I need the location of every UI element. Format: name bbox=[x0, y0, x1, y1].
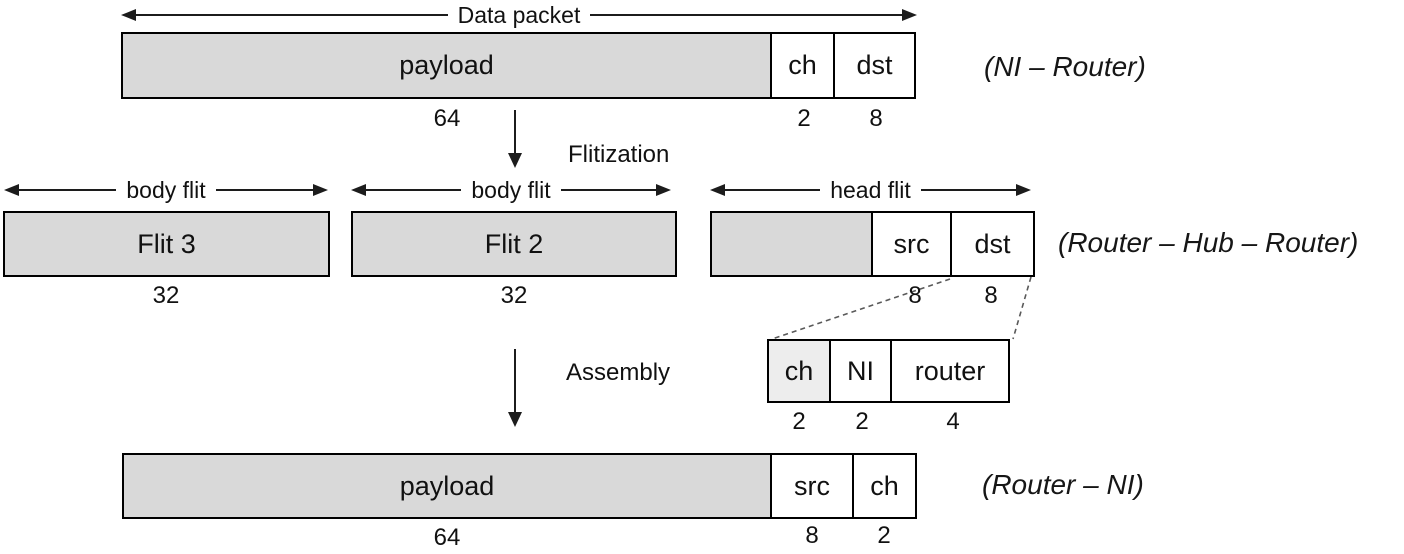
ni-size-label: 2 bbox=[855, 408, 869, 435]
body-flit3-span-arrow: body flit bbox=[4, 176, 329, 203]
field-label: payload bbox=[399, 50, 494, 80]
arrow-left-head-icon bbox=[121, 9, 136, 21]
arrow-right-head-icon bbox=[902, 9, 917, 21]
field-ni: NI bbox=[829, 339, 892, 403]
assembly-label: Assembly bbox=[566, 359, 671, 386]
head-flit-span-arrow: head flit bbox=[710, 177, 1031, 203]
stage1-side-label: (NI – Router) bbox=[984, 51, 1146, 82]
field-payload: payload bbox=[122, 453, 772, 519]
field-dst: dst bbox=[833, 32, 916, 99]
field-label: dst bbox=[856, 50, 893, 80]
flit3-box: Flit 3 bbox=[3, 211, 330, 277]
arrow-down-head-icon bbox=[508, 412, 522, 427]
payload-size-label: 64 bbox=[433, 105, 461, 132]
arrow-left-head-icon bbox=[710, 184, 725, 196]
field-payload: payload bbox=[121, 32, 772, 99]
flit2-size-label: 32 bbox=[500, 282, 528, 309]
data-packet-arrow-label: Data packet bbox=[457, 1, 581, 28]
head-flit-arrow-label: head flit bbox=[830, 176, 911, 203]
ch-size-label: 2 bbox=[877, 522, 891, 549]
field-blank bbox=[710, 211, 873, 277]
dst-detail-box: ch NI router bbox=[767, 339, 1010, 403]
flit3-cell: Flit 3 bbox=[3, 211, 330, 277]
field-label: ch bbox=[784, 355, 814, 386]
field-src: src bbox=[770, 453, 854, 519]
field-label: payload bbox=[399, 470, 495, 501]
body-flit2-span-arrow: body flit bbox=[351, 176, 672, 203]
arrow-line bbox=[366, 189, 462, 191]
flitization-down-arrow bbox=[507, 110, 523, 168]
body-flit-arrow-label: body flit bbox=[126, 176, 206, 203]
data-packet-box: payload ch dst bbox=[121, 32, 916, 99]
dst-size-label: 8 bbox=[869, 105, 883, 132]
arrow-right-head-icon bbox=[1016, 184, 1031, 196]
flitization-label: Flitization bbox=[568, 141, 670, 168]
field-label: src bbox=[794, 470, 830, 501]
field-ch: ch bbox=[767, 339, 831, 403]
arrow-right-head-icon bbox=[656, 184, 672, 196]
arrow-line bbox=[19, 189, 117, 191]
payload-size-label: 64 bbox=[433, 524, 461, 551]
src-size-label: 8 bbox=[908, 282, 922, 309]
field-router: router bbox=[890, 339, 1010, 403]
flit2-box: Flit 2 bbox=[351, 211, 677, 277]
assembly-down-arrow bbox=[507, 349, 523, 427]
body-flit-arrow-label: body flit bbox=[471, 176, 551, 203]
field-src: src bbox=[871, 211, 952, 277]
assembled-packet-box: payload src ch bbox=[122, 453, 917, 519]
field-label: dst bbox=[974, 228, 1011, 259]
arrow-line bbox=[560, 189, 657, 191]
stage3-side-label: (Router – NI) bbox=[982, 469, 1144, 500]
arrow-line bbox=[920, 189, 1016, 191]
flit3-size-label: 32 bbox=[152, 282, 180, 309]
arrow-left-head-icon bbox=[351, 184, 366, 196]
arrow-down-head-icon bbox=[508, 153, 522, 168]
head-flit-box: src dst bbox=[710, 211, 1035, 277]
stage2-side-label: (Router – Hub – Router) bbox=[1058, 227, 1359, 258]
arrow-line bbox=[590, 14, 902, 16]
flit2-cell: Flit 2 bbox=[351, 211, 677, 277]
arrow-line bbox=[514, 349, 516, 412]
router-size-label: 4 bbox=[946, 408, 960, 435]
ch-size-label: 2 bbox=[792, 408, 806, 435]
arrow-left-head-icon bbox=[4, 184, 19, 196]
field-label: ch bbox=[788, 50, 817, 80]
field-label: ch bbox=[870, 470, 899, 501]
arrow-line bbox=[514, 110, 516, 153]
field-ch: ch bbox=[852, 453, 917, 519]
field-ch: ch bbox=[770, 32, 835, 99]
arrow-right-head-icon bbox=[313, 184, 329, 196]
flit-label: Flit 2 bbox=[484, 228, 544, 259]
arrow-line bbox=[725, 189, 821, 191]
data-packet-span-arrow: Data packet bbox=[121, 2, 917, 28]
field-dst: dst bbox=[950, 211, 1035, 277]
arrow-line bbox=[215, 189, 314, 191]
field-label: router bbox=[914, 355, 986, 386]
dst-size-label: 8 bbox=[984, 282, 998, 309]
field-label: NI bbox=[847, 355, 874, 386]
ch-size-label: 2 bbox=[797, 105, 811, 132]
field-label: src bbox=[893, 228, 930, 259]
flit-label: Flit 3 bbox=[137, 228, 196, 259]
src-size-label: 8 bbox=[805, 522, 819, 549]
arrow-line bbox=[136, 14, 448, 16]
